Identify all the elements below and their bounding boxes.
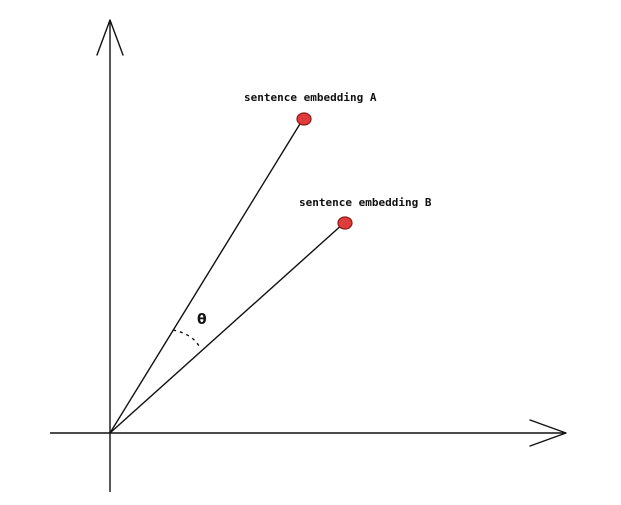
vector-b (109, 222, 345, 434)
angle-label: θ (197, 312, 207, 328)
point-a-label: sentence embedding A (244, 91, 377, 104)
x-axis-arrowhead (529, 419, 567, 447)
vector-a (109, 118, 304, 434)
point-a-marker (296, 112, 312, 126)
point-b-label: sentence embedding B (299, 196, 432, 209)
y-axis-arrowhead (96, 19, 124, 56)
angle-arc (172, 329, 200, 347)
point-b-marker (337, 216, 353, 230)
